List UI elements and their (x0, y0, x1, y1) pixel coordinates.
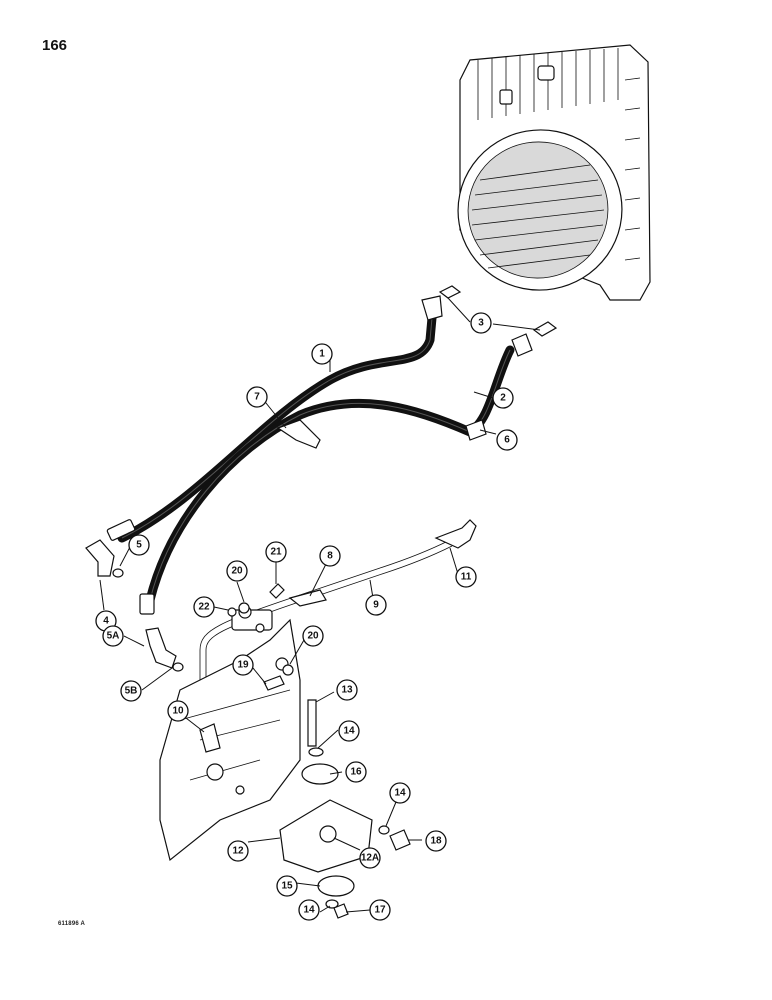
tube-clip (288, 589, 327, 607)
fitting (199, 723, 221, 753)
callout-19: 19 (232, 654, 254, 676)
washer-upper (308, 747, 324, 757)
leader-lines (99, 297, 541, 913)
mount-grommet (319, 825, 337, 843)
svg-text:13: 13 (341, 685, 353, 696)
side-bolt (389, 829, 411, 851)
callout-14-lower: 14 (298, 899, 320, 921)
callout-18: 18 (425, 830, 447, 852)
plug-lower (282, 664, 294, 676)
svg-text:11: 11 (461, 572, 472, 583)
svg-text:22: 22 (198, 602, 210, 613)
hose-end-fittings (106, 295, 533, 615)
plug-upper (238, 602, 250, 614)
lower-o-ring (172, 662, 184, 672)
svg-text:18: 18 (430, 836, 442, 847)
svg-text:6: 6 (504, 435, 510, 446)
callout-21: 21 (265, 541, 287, 563)
callout-14-upper: 14 (338, 720, 360, 742)
svg-text:20: 20 (231, 566, 243, 577)
callout-5b: 5B (120, 680, 142, 702)
callout-20-upper: 20 (226, 560, 248, 582)
mount-bolt (307, 699, 317, 747)
svg-text:14: 14 (303, 905, 315, 916)
svg-text:15: 15 (281, 881, 293, 892)
svg-text:16: 16 (350, 767, 362, 778)
hose-clamp (465, 419, 487, 441)
radiator-adapters (438, 285, 558, 337)
hose-bracket (276, 419, 321, 449)
washer-lower (325, 899, 339, 909)
callout-7: 7 (246, 386, 268, 408)
elbow-fitting (85, 539, 115, 577)
bolt (263, 675, 285, 691)
svg-text:17: 17 (374, 905, 386, 916)
drawing-reference-code: 611896 A (58, 921, 86, 927)
callout-5: 5 (128, 534, 150, 556)
svg-text:9: 9 (373, 600, 379, 611)
callout-16: 16 (345, 761, 367, 783)
nut (333, 903, 349, 919)
svg-text:5A: 5A (107, 631, 120, 642)
svg-text:7: 7 (254, 392, 260, 403)
transmission-housing (159, 605, 301, 862)
lower-elbow-fitting (145, 627, 177, 669)
callout-13: 13 (336, 679, 358, 701)
callout-12: 12 (227, 840, 249, 862)
callout-6: 6 (496, 429, 518, 451)
callout-15: 15 (276, 875, 298, 897)
callout-3: 3 (470, 312, 492, 334)
svg-text:19: 19 (237, 660, 249, 671)
callout-11: 11 (455, 566, 477, 588)
callout-20-lower: 20 (302, 625, 324, 647)
callout-14-side: 14 (389, 782, 411, 804)
svg-text:3: 3 (478, 318, 484, 329)
svg-text:5: 5 (136, 540, 142, 551)
mount-pad-lower (317, 875, 355, 897)
washer-side (378, 825, 390, 835)
stud (269, 583, 285, 599)
svg-text:20: 20 (307, 631, 319, 642)
callout-8: 8 (319, 545, 341, 567)
o-ring (112, 568, 124, 578)
callout-12a: 12A (359, 847, 381, 869)
svg-text:4: 4 (103, 616, 109, 627)
svg-text:2: 2 (500, 393, 506, 404)
mount-pad-upper (301, 763, 339, 785)
callout-9: 9 (365, 594, 387, 616)
callout-17: 17 (369, 899, 391, 921)
callout-10: 10 (167, 700, 189, 722)
callout-1: 1 (311, 343, 333, 365)
dipstick (434, 519, 477, 549)
fan-shroud (457, 129, 623, 291)
plug-small (227, 607, 237, 617)
svg-text:14: 14 (343, 726, 355, 737)
svg-text:12A: 12A (361, 853, 379, 864)
page-number: 166 (42, 37, 68, 54)
svg-text:1: 1 (319, 349, 325, 360)
hose-2 (145, 345, 515, 605)
hose-1 (117, 313, 437, 543)
callout-2: 2 (492, 387, 514, 409)
svg-text:10: 10 (172, 706, 184, 717)
callout-22: 22 (193, 596, 215, 618)
callout-5a: 5A (102, 625, 124, 647)
svg-text:12: 12 (232, 846, 244, 857)
svg-text:5B: 5B (125, 686, 138, 697)
svg-text:14: 14 (394, 788, 406, 799)
svg-text:21: 21 (270, 547, 282, 558)
svg-text:8: 8 (327, 551, 333, 562)
